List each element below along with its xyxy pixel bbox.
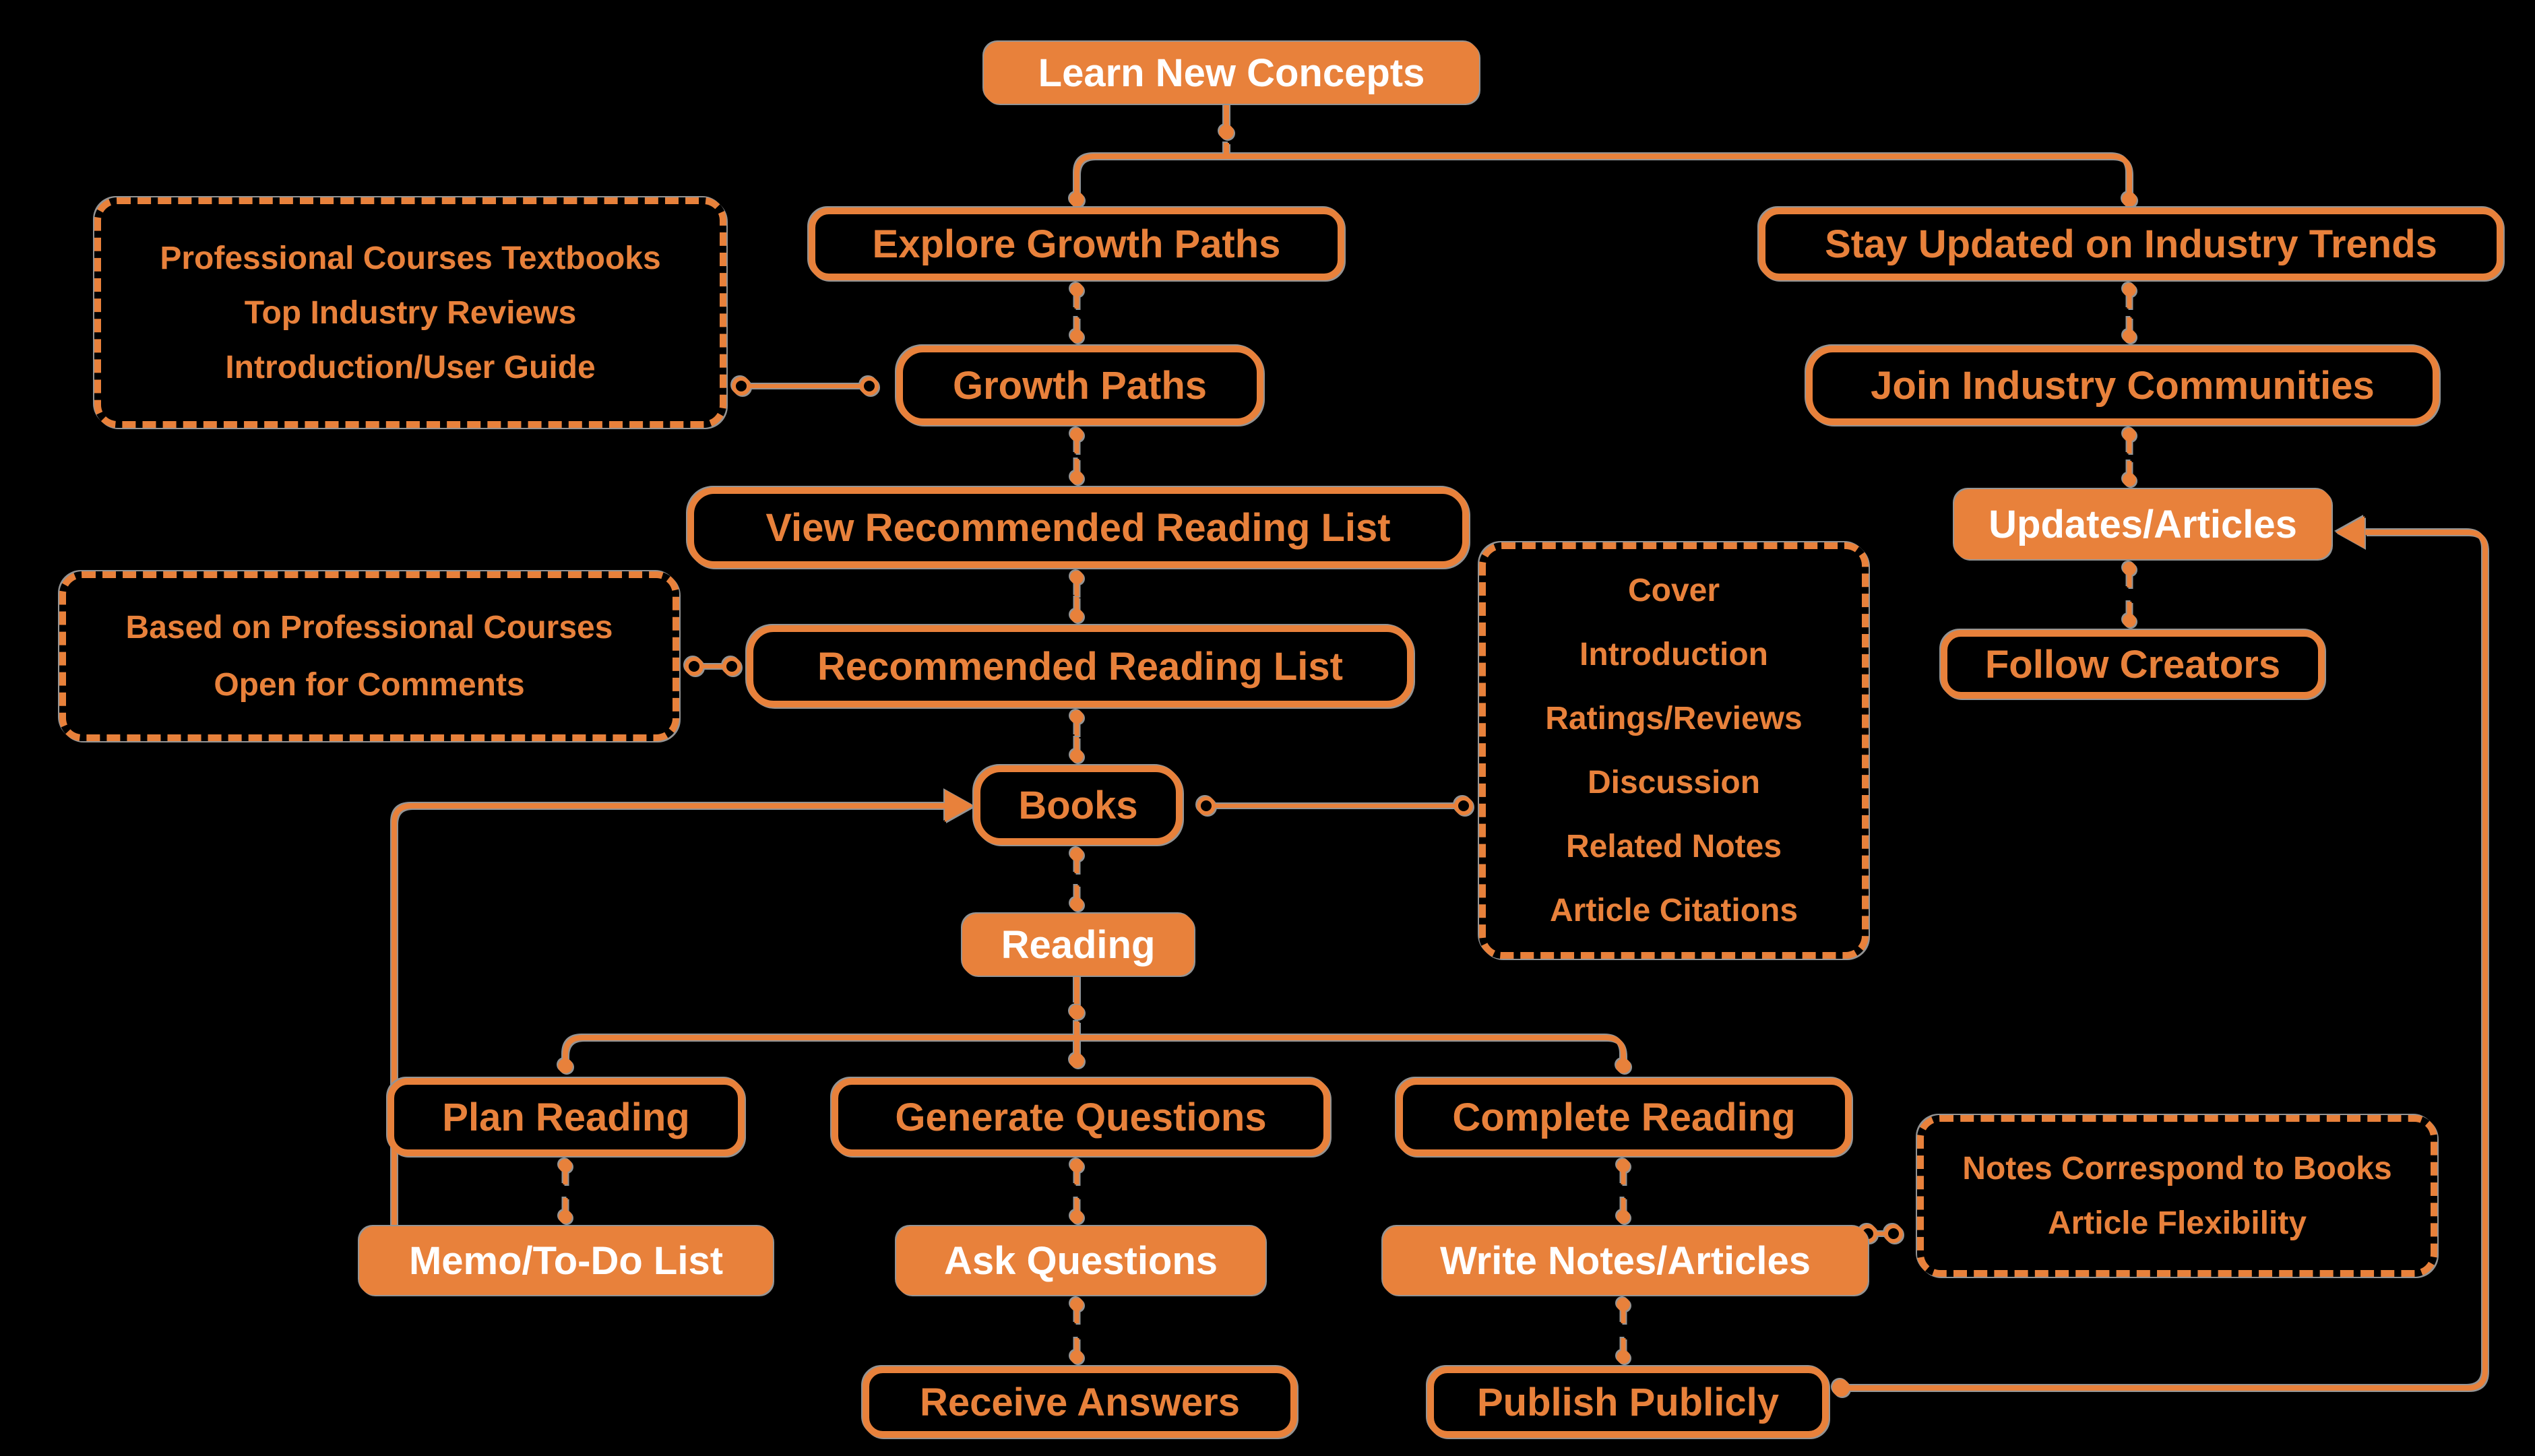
node-label: Follow Creators bbox=[1984, 642, 2281, 687]
link-dot bbox=[2123, 614, 2136, 627]
node-label: Ask Questions bbox=[943, 1238, 1218, 1283]
link-dot bbox=[559, 1210, 572, 1224]
node-publish-publicly[interactable]: Publish Publicly bbox=[1427, 1366, 1829, 1438]
node-growth-paths[interactable]: Growth Paths bbox=[896, 346, 1263, 425]
connector-ring bbox=[732, 377, 751, 395]
link-dot bbox=[1070, 749, 1084, 763]
annotation-line: Notes Correspond to Books bbox=[1962, 1151, 2392, 1186]
node-label: Complete Reading bbox=[1452, 1095, 1796, 1139]
annotation-sources[interactable]: Professional Courses Textbooks Top Indus… bbox=[94, 197, 726, 428]
node-reading[interactable]: Reading bbox=[962, 914, 1194, 976]
connector-ring bbox=[860, 377, 879, 395]
connector-ring bbox=[685, 657, 703, 676]
node-label: Write Notes/Articles bbox=[1439, 1238, 1811, 1283]
link-dot bbox=[2123, 329, 2136, 343]
node-label: Updates/Articles bbox=[1989, 502, 2297, 546]
node-label: Plan Reading bbox=[442, 1095, 690, 1139]
node-label: Join Industry Communities bbox=[1871, 363, 2375, 408]
node-label: Books bbox=[1018, 783, 1138, 827]
node-generate-questions[interactable]: Generate Questions bbox=[832, 1078, 1330, 1156]
annotation-line: Introduction/User Guide bbox=[225, 349, 596, 385]
node-label: Recommended Reading List bbox=[817, 644, 1343, 689]
branch-top-rail bbox=[1074, 154, 2132, 197]
connector-ring bbox=[1454, 796, 1473, 815]
loop-memo-to-books bbox=[392, 803, 946, 1226]
annotation-line: Open for Comments bbox=[214, 667, 525, 703]
link-dot bbox=[1070, 471, 1084, 484]
annotation-line: Top Industry Reviews bbox=[244, 294, 577, 331]
link-dot bbox=[1070, 1350, 1084, 1364]
node-label: Growth Paths bbox=[952, 363, 1208, 408]
link-dot bbox=[1070, 329, 1084, 343]
node-label: View Recommended Reading List bbox=[765, 505, 1391, 550]
node-write-notes-articles[interactable]: Write Notes/Articles bbox=[1383, 1226, 1868, 1295]
annotation-reading-list-notes[interactable]: Based on Professional Courses Open for C… bbox=[59, 571, 679, 741]
branch-rail-mid-dot bbox=[1069, 1053, 1084, 1068]
annotation-line: Related Notes bbox=[1565, 829, 1782, 864]
connector-ring bbox=[1197, 796, 1216, 815]
branch-rail-left-dot bbox=[558, 1058, 573, 1073]
branch-top-left-dot bbox=[1069, 192, 1084, 207]
node-learn-new-concepts[interactable]: Learn New Concepts bbox=[984, 42, 1479, 104]
annotation-line: Based on Professional Courses bbox=[125, 610, 613, 645]
annotation-line: Professional Courses Textbooks bbox=[160, 240, 661, 276]
branch-learn-dot bbox=[1219, 125, 1234, 139]
node-ask-questions[interactable]: Ask Questions bbox=[896, 1226, 1265, 1295]
node-view-recommended-reading-list[interactable]: View Recommended Reading List bbox=[687, 487, 1469, 568]
annotation-line: Cover bbox=[1627, 573, 1720, 608]
branch-rail-right-dot bbox=[1616, 1058, 1631, 1073]
branch-reading-rail bbox=[563, 1035, 1626, 1062]
link-dot bbox=[1070, 897, 1084, 911]
link-dot bbox=[1070, 1210, 1084, 1224]
node-books[interactable]: Books bbox=[974, 765, 1183, 845]
node-join-industry-communities[interactable]: Join Industry Communities bbox=[1806, 346, 2439, 425]
link-dot bbox=[1070, 609, 1084, 623]
branch-reading-dot bbox=[1069, 1005, 1084, 1019]
node-label: Stay Updated on Industry Trends bbox=[1825, 222, 2437, 266]
node-updates-articles[interactable]: Updates/Articles bbox=[1954, 489, 2331, 559]
annotation-line: Ratings/Reviews bbox=[1545, 701, 1803, 736]
arrowhead-into-updates bbox=[2336, 516, 2365, 548]
link-dot bbox=[2123, 473, 2136, 486]
node-complete-reading[interactable]: Complete Reading bbox=[1396, 1078, 1852, 1156]
node-recommended-reading-list[interactable]: Recommended Reading List bbox=[747, 625, 1414, 707]
annotation-book-page-sections[interactable]: Cover Introduction Ratings/Reviews Discu… bbox=[1479, 542, 1869, 959]
node-label: Publish Publicly bbox=[1477, 1380, 1779, 1424]
node-label: Explore Growth Paths bbox=[872, 222, 1281, 266]
loop-publish-to-updates bbox=[1841, 530, 2488, 1391]
branch-top-right-dot bbox=[2122, 192, 2137, 207]
node-explore-growth-paths[interactable]: Explore Growth Paths bbox=[809, 208, 1344, 280]
node-label: Generate Questions bbox=[895, 1095, 1267, 1139]
link-dot bbox=[1617, 1350, 1630, 1364]
annotation-notes-rules[interactable]: Notes Correspond to Books Article Flexib… bbox=[1917, 1115, 2437, 1277]
node-plan-reading[interactable]: Plan Reading bbox=[387, 1078, 745, 1156]
annotation-line: Introduction bbox=[1579, 637, 1768, 672]
annotation-line: Article Flexibility bbox=[2047, 1205, 2307, 1241]
node-label: Memo/To-Do List bbox=[408, 1238, 724, 1283]
connector-ring bbox=[722, 657, 741, 676]
annotation-line: Article Citations bbox=[1549, 893, 1798, 928]
node-memo-todo-list[interactable]: Memo/To-Do List bbox=[359, 1226, 773, 1295]
arrowhead-into-books bbox=[945, 790, 974, 822]
node-label: Reading bbox=[1001, 922, 1156, 967]
node-stay-updated-on-industry-trends[interactable]: Stay Updated on Industry Trends bbox=[1759, 208, 2503, 280]
node-label: Receive Answers bbox=[919, 1380, 1241, 1424]
connector-ring bbox=[1884, 1224, 1903, 1243]
node-receive-answers[interactable]: Receive Answers bbox=[863, 1366, 1297, 1438]
annotation-line: Discussion bbox=[1587, 765, 1761, 800]
node-follow-creators[interactable]: Follow Creators bbox=[1941, 630, 2325, 699]
node-label: Learn New Concepts bbox=[1038, 51, 1425, 95]
link-dot bbox=[1617, 1210, 1630, 1224]
